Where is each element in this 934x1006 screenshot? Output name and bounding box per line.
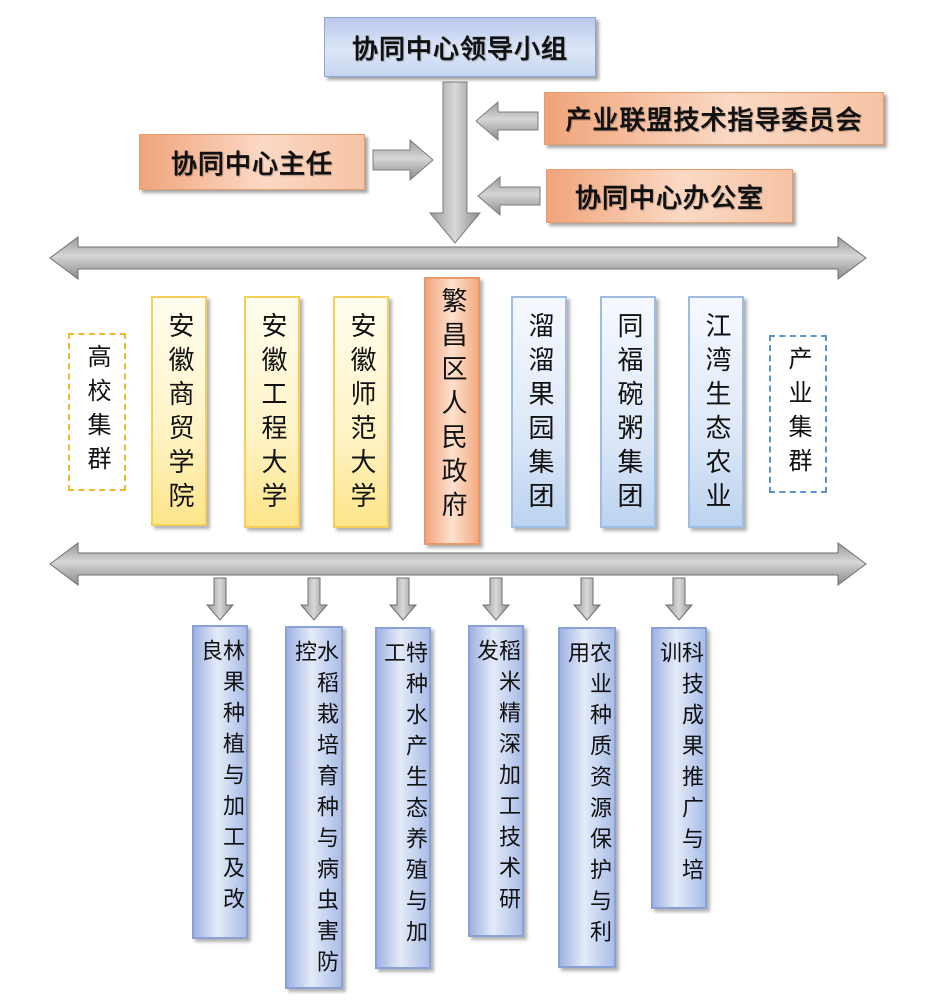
down-arrow-small xyxy=(205,577,235,621)
research-area-label: 水稻栽培育种与病虫害防控 xyxy=(291,640,338,981)
left-arrow-committee xyxy=(475,100,539,142)
leading-group-label: 协同中心领导小组 xyxy=(351,34,568,65)
tech-committee-label: 产业联盟技术指导委员会 xyxy=(565,106,863,136)
member-box-university: 安徽工程大学 xyxy=(244,296,300,528)
research-area-box: 稻米精深加工技术研发 xyxy=(468,625,524,937)
down-arrow-small xyxy=(664,577,694,621)
industry-cluster-label: 产业集群 xyxy=(784,346,812,482)
member-label: 繁昌区人民政府 xyxy=(437,287,467,525)
down-arrow-small xyxy=(388,577,418,621)
double-arrow-upper xyxy=(49,236,867,280)
down-arrow-small xyxy=(572,577,602,621)
research-area-box: 农业种质资源保护与利用 xyxy=(558,627,616,968)
member-label: 安徽工程大学 xyxy=(257,312,287,516)
member-box-enterprise: 溜溜果园集团 xyxy=(511,296,567,528)
member-label: 江湾生态农业 xyxy=(701,312,731,516)
research-area-box: 水稻栽培育种与病虫害防控 xyxy=(285,626,343,989)
member-label: 溜溜果园集团 xyxy=(524,312,554,516)
university-cluster-label: 高校集群 xyxy=(83,344,111,480)
right-arrow-director xyxy=(372,138,434,182)
member-box-university: 安徽商贸学院 xyxy=(151,296,207,526)
research-area-label: 特种水产生态养殖与加工 xyxy=(380,641,427,951)
director-label: 协同中心主任 xyxy=(170,149,333,180)
member-label: 同福碗粥集团 xyxy=(613,312,643,516)
leading-group-box: 协同中心领导小组 xyxy=(324,17,596,77)
member-box-university: 安徽师范大学 xyxy=(333,296,389,528)
research-area-label: 科技成果推广与培训 xyxy=(656,641,703,889)
double-arrow-lower xyxy=(49,542,867,586)
director-box: 协同中心主任 xyxy=(139,134,365,190)
tech-committee-box: 产业联盟技术指导委员会 xyxy=(544,92,884,145)
research-area-label: 林果种植与加工及改良 xyxy=(197,639,244,918)
member-label: 安徽商贸学院 xyxy=(164,312,194,516)
research-area-label: 稻米精深加工技术研发 xyxy=(473,639,520,918)
down-arrow-main xyxy=(428,81,482,244)
university-cluster-box: 高校集群 xyxy=(68,333,126,491)
industry-cluster-box: 产业集群 xyxy=(769,335,827,493)
research-area-box: 林果种植与加工及改良 xyxy=(192,625,248,939)
down-arrow-small xyxy=(481,577,511,621)
research-area-label: 农业种质资源保护与利用 xyxy=(564,641,611,951)
office-label: 协同中心办公室 xyxy=(574,183,764,214)
member-box-government: 繁昌区人民政府 xyxy=(424,277,480,545)
office-box: 协同中心办公室 xyxy=(546,169,793,223)
member-label: 安徽师范大学 xyxy=(346,312,376,516)
left-arrow-office xyxy=(477,175,541,217)
member-box-enterprise: 同福碗粥集团 xyxy=(600,296,656,528)
member-box-enterprise: 江湾生态农业 xyxy=(688,296,744,528)
down-arrow-small xyxy=(299,577,329,621)
research-area-box: 科技成果推广与培训 xyxy=(651,627,707,909)
research-area-box: 特种水产生态养殖与加工 xyxy=(375,627,431,969)
